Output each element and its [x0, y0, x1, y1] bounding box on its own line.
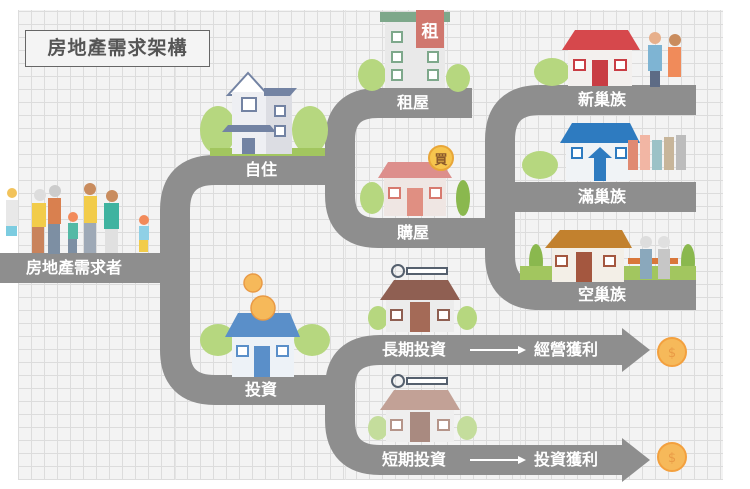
- family-people-icon: [6, 183, 149, 254]
- page-title: 房地產需求架構: [25, 30, 210, 67]
- fold-line: [520, 10, 521, 480]
- label-short-result: 投資獲利: [534, 450, 599, 469]
- road-main: [160, 155, 340, 405]
- svg-text:$: $: [668, 451, 676, 466]
- house-new-nest-icon: [534, 30, 681, 87]
- buy-badge: 買: [434, 153, 447, 168]
- label-short-term: 短期投資: [382, 450, 447, 469]
- arrow-head-short: [622, 438, 650, 482]
- house-long-term-icon: [368, 264, 477, 332]
- fold-line: [345, 10, 346, 480]
- label-long-result: 經營獲利: [534, 340, 599, 359]
- label-invest: 投資: [245, 380, 278, 399]
- house-invest-icon: [200, 273, 330, 377]
- road-rent: [325, 88, 472, 172]
- label-rent: 租屋: [397, 93, 430, 112]
- timer-bar-short: [406, 377, 448, 385]
- coin-icon: $: [657, 337, 687, 367]
- house-self-use-icon: [200, 71, 328, 156]
- house-full-nest-icon: [522, 123, 686, 181]
- label-new-nest: 新巢族: [578, 90, 627, 109]
- road-long: [325, 335, 625, 392]
- coin-symbol: $: [668, 346, 676, 361]
- road-buy: [325, 168, 500, 248]
- label-root: 房地產需求者: [26, 258, 123, 277]
- clock-icon: [391, 374, 405, 388]
- rent-sign: 租: [422, 21, 439, 42]
- house-short-term-icon: [368, 374, 477, 442]
- coin-icon: $: [657, 442, 687, 472]
- label-long-term: 長期投資: [382, 340, 447, 359]
- house-buy-icon: 買: [360, 145, 470, 216]
- timer-bar-long: [406, 267, 448, 275]
- arrow-head-long: [622, 328, 650, 372]
- label-full-nest: 滿巢族: [578, 187, 627, 206]
- label-buy: 購屋: [397, 223, 430, 242]
- house-empty-nest-icon: [520, 230, 696, 282]
- clock-icon: [391, 264, 405, 278]
- label-empty-nest: 空巢族: [578, 285, 627, 304]
- apartment-rent-icon: 租: [358, 10, 470, 92]
- road-short: [325, 388, 625, 475]
- label-self-use: 自住: [245, 160, 278, 179]
